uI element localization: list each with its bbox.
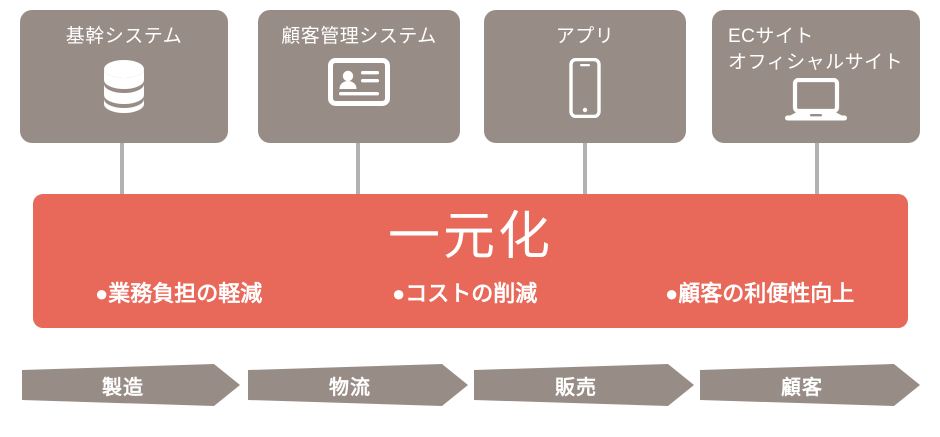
benefit-item-3: ●顧客の利便性向上 (665, 281, 854, 307)
connector-line-4 (815, 143, 819, 195)
flow-step-logistics[interactable]: 物流 (248, 364, 468, 406)
source-box-label: ECサイト (728, 26, 814, 47)
benefit-label: 業務負担の軽減 (108, 281, 263, 306)
unification-banner: 一元化 (33, 194, 908, 328)
flow-step-sales[interactable]: 販売 (474, 364, 694, 406)
flow-step-customer[interactable]: 顧客 (700, 364, 920, 406)
benefit-bullet-icon: ● (392, 281, 406, 306)
source-box-core-system[interactable]: 基幹システム (20, 10, 228, 143)
benefit-bullet-icon: ● (665, 281, 679, 306)
benefit-item-2: ●コストの削減 (392, 281, 537, 307)
database-icon (101, 58, 147, 119)
flow-step-label: 製造 (102, 376, 144, 399)
connector-line-1 (120, 143, 124, 195)
flow-step-manufacturing[interactable]: 製造 (22, 364, 240, 406)
source-box-label: 基幹システム (65, 26, 183, 47)
flow-step-label: 物流 (329, 376, 371, 399)
source-box-label: 顧客管理システム (281, 26, 437, 47)
benefit-label: 顧客の利便性向上 (678, 281, 855, 306)
source-box-ec-site[interactable]: ECサイト オフィシャルサイト (712, 10, 920, 143)
benefit-item-1: ●業務負担の軽減 (95, 281, 262, 307)
source-box-app[interactable]: アプリ (484, 10, 686, 143)
flow-step-label: 顧客 (781, 376, 823, 399)
id-card-icon (328, 58, 390, 111)
smartphone-icon (567, 57, 603, 123)
source-box-label: アプリ (555, 26, 615, 47)
source-box-label-secondary: オフィシャルサイト (728, 52, 904, 73)
laptop-icon (783, 77, 849, 129)
connector-line-2 (356, 143, 360, 195)
flow-step-label: 販売 (555, 376, 597, 399)
connector-line-3 (583, 143, 587, 195)
benefit-bullet-icon: ● (95, 281, 109, 306)
source-box-crm[interactable]: 顧客管理システム (258, 10, 460, 143)
banner-title: 一元化 (387, 208, 553, 266)
benefit-label: コストの削減 (405, 281, 538, 306)
